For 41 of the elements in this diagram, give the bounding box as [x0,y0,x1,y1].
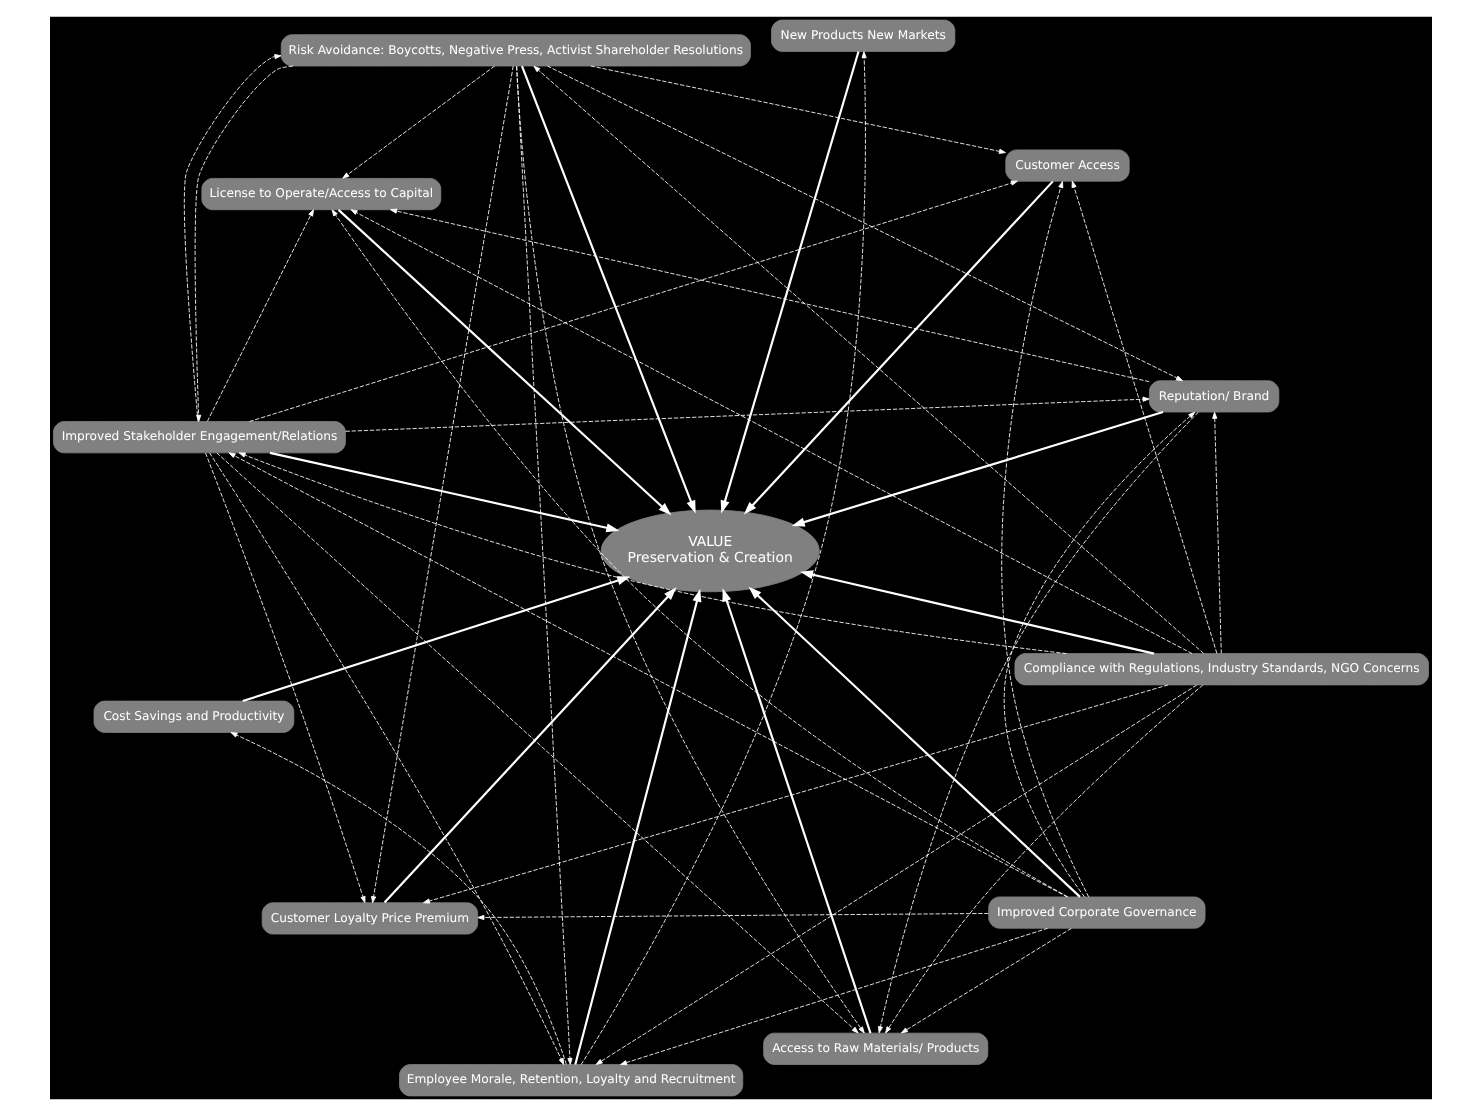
arrow [229,732,566,1065]
arrow [790,411,1163,527]
arrow [515,65,572,1065]
arrow [336,209,671,516]
arrow [421,684,1168,904]
arrow [349,209,1192,654]
arrow [579,51,866,1066]
arrow [1000,181,1089,898]
arrow [237,452,1066,654]
arrow [1070,180,1217,654]
arrow [382,587,676,904]
arrow [519,65,695,514]
arrow [799,570,1154,655]
arrow [742,180,1053,515]
arrow [182,54,281,422]
arrow [204,452,365,904]
arrow [721,588,871,1034]
arrow [546,65,1182,382]
arrow [208,452,564,1066]
arrow [515,65,864,1034]
arrow [227,452,1067,898]
arrow [532,65,1203,654]
arrow [248,180,1017,422]
arrow [1211,411,1221,654]
arrow [330,209,1068,898]
arrow [206,209,313,422]
arrow [341,65,495,179]
arrow [344,396,1149,432]
arrow [389,208,1149,383]
arrow [193,65,293,422]
arrow [747,586,1080,898]
arrow [573,588,701,1065]
arrow [719,51,859,514]
arrow [268,451,619,533]
arrow [876,411,1198,1034]
arrow [370,65,513,904]
arrow [899,927,1071,1034]
arrow [215,452,858,1034]
arrow [476,913,988,921]
arrow [1002,411,1195,898]
arrow [589,65,1005,154]
